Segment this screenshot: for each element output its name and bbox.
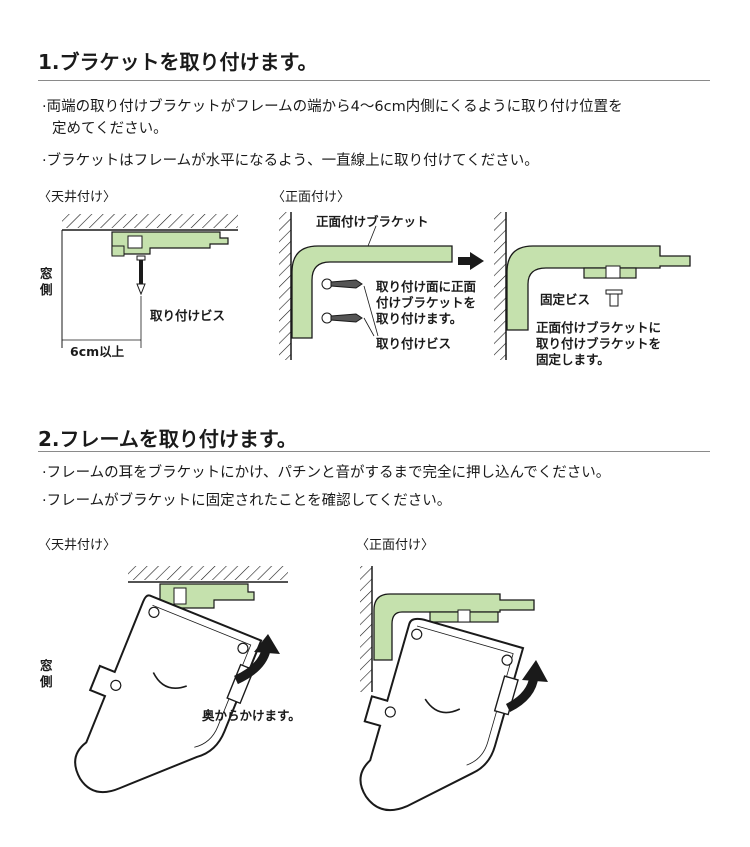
- front-mount-label-2: 〈正面付け〉: [356, 538, 435, 553]
- note-mount-line-2: 付けブラケットを: [376, 295, 477, 310]
- fixing-screw-icon: [605, 289, 623, 307]
- section1-title: 1.ブラケットを取り付けます。: [38, 50, 318, 74]
- screw-icon: [321, 312, 363, 324]
- screw-label: 取り付けビス: [150, 308, 226, 323]
- arrow-right-icon: [458, 252, 484, 270]
- front-bracket-label: 正面付けブラケット: [316, 214, 429, 229]
- note-fix-line-3: 固定します。: [536, 352, 610, 367]
- ceiling-mount-label: 〈天井付け〉: [38, 190, 117, 205]
- curved-arrow-up-icon: [234, 634, 280, 685]
- bullet-line: ·両端の取り付けブラケットがフレームの端から4～6cm内側にくるように取り付け位…: [42, 99, 623, 115]
- front-mount-label: 〈正面付け〉: [272, 190, 351, 205]
- section2-title: 2.フレームを取り付けます。: [38, 427, 297, 451]
- curved-arrow-up-icon: [505, 660, 548, 713]
- window-side-label: 窓側: [40, 266, 53, 297]
- bullet-line: 定めてください。: [52, 121, 168, 137]
- bullet-line: ·ブラケットはフレームが水平になるよう、一直線上に取り付けてください。: [42, 153, 539, 169]
- screw-label-2: 取り付けビス: [376, 336, 452, 351]
- section1-bullet-1: ·両端の取り付けブラケットがフレームの端から4～6cm内側にくるように取り付け位…: [42, 96, 722, 140]
- section1-bullet-2: ·ブラケットはフレームが水平になるよう、一直線上に取り付けてください。: [42, 150, 722, 172]
- section1-rule: [38, 80, 710, 81]
- screw-icon: [321, 278, 363, 290]
- note-fix-line-1: 正面付けブラケットに: [536, 320, 662, 335]
- note-mount-line-1: 取り付け面に正面: [376, 279, 477, 294]
- fixing-screw-label: 固定ビス: [540, 292, 591, 307]
- section2-bullet-1: ·フレームの耳をブラケットにかけ、パチンと音がするまで完全に押し込んでください。: [42, 462, 722, 484]
- note-mount-line-3: 取り付けます。: [376, 311, 463, 326]
- hook-label: 奥からかけます。: [202, 708, 301, 723]
- note-fix-line-2: 取り付けブラケットを: [536, 336, 662, 351]
- section2-bullet-2: ·フレームがブラケットに固定されたことを確認してください。: [42, 490, 722, 512]
- ceiling-mount-label-2: 〈天井付け〉: [38, 538, 117, 553]
- section2-rule: [38, 451, 710, 452]
- distance-label: 6cm以上: [70, 344, 125, 359]
- bullet-line: ·フレームの耳をブラケットにかけ、パチンと音がするまで完全に押し込んでください。: [42, 465, 611, 481]
- bullet-line: ·フレームがブラケットに固定されたことを確認してください。: [42, 493, 452, 509]
- window-side-label-2: 窓側: [40, 658, 53, 689]
